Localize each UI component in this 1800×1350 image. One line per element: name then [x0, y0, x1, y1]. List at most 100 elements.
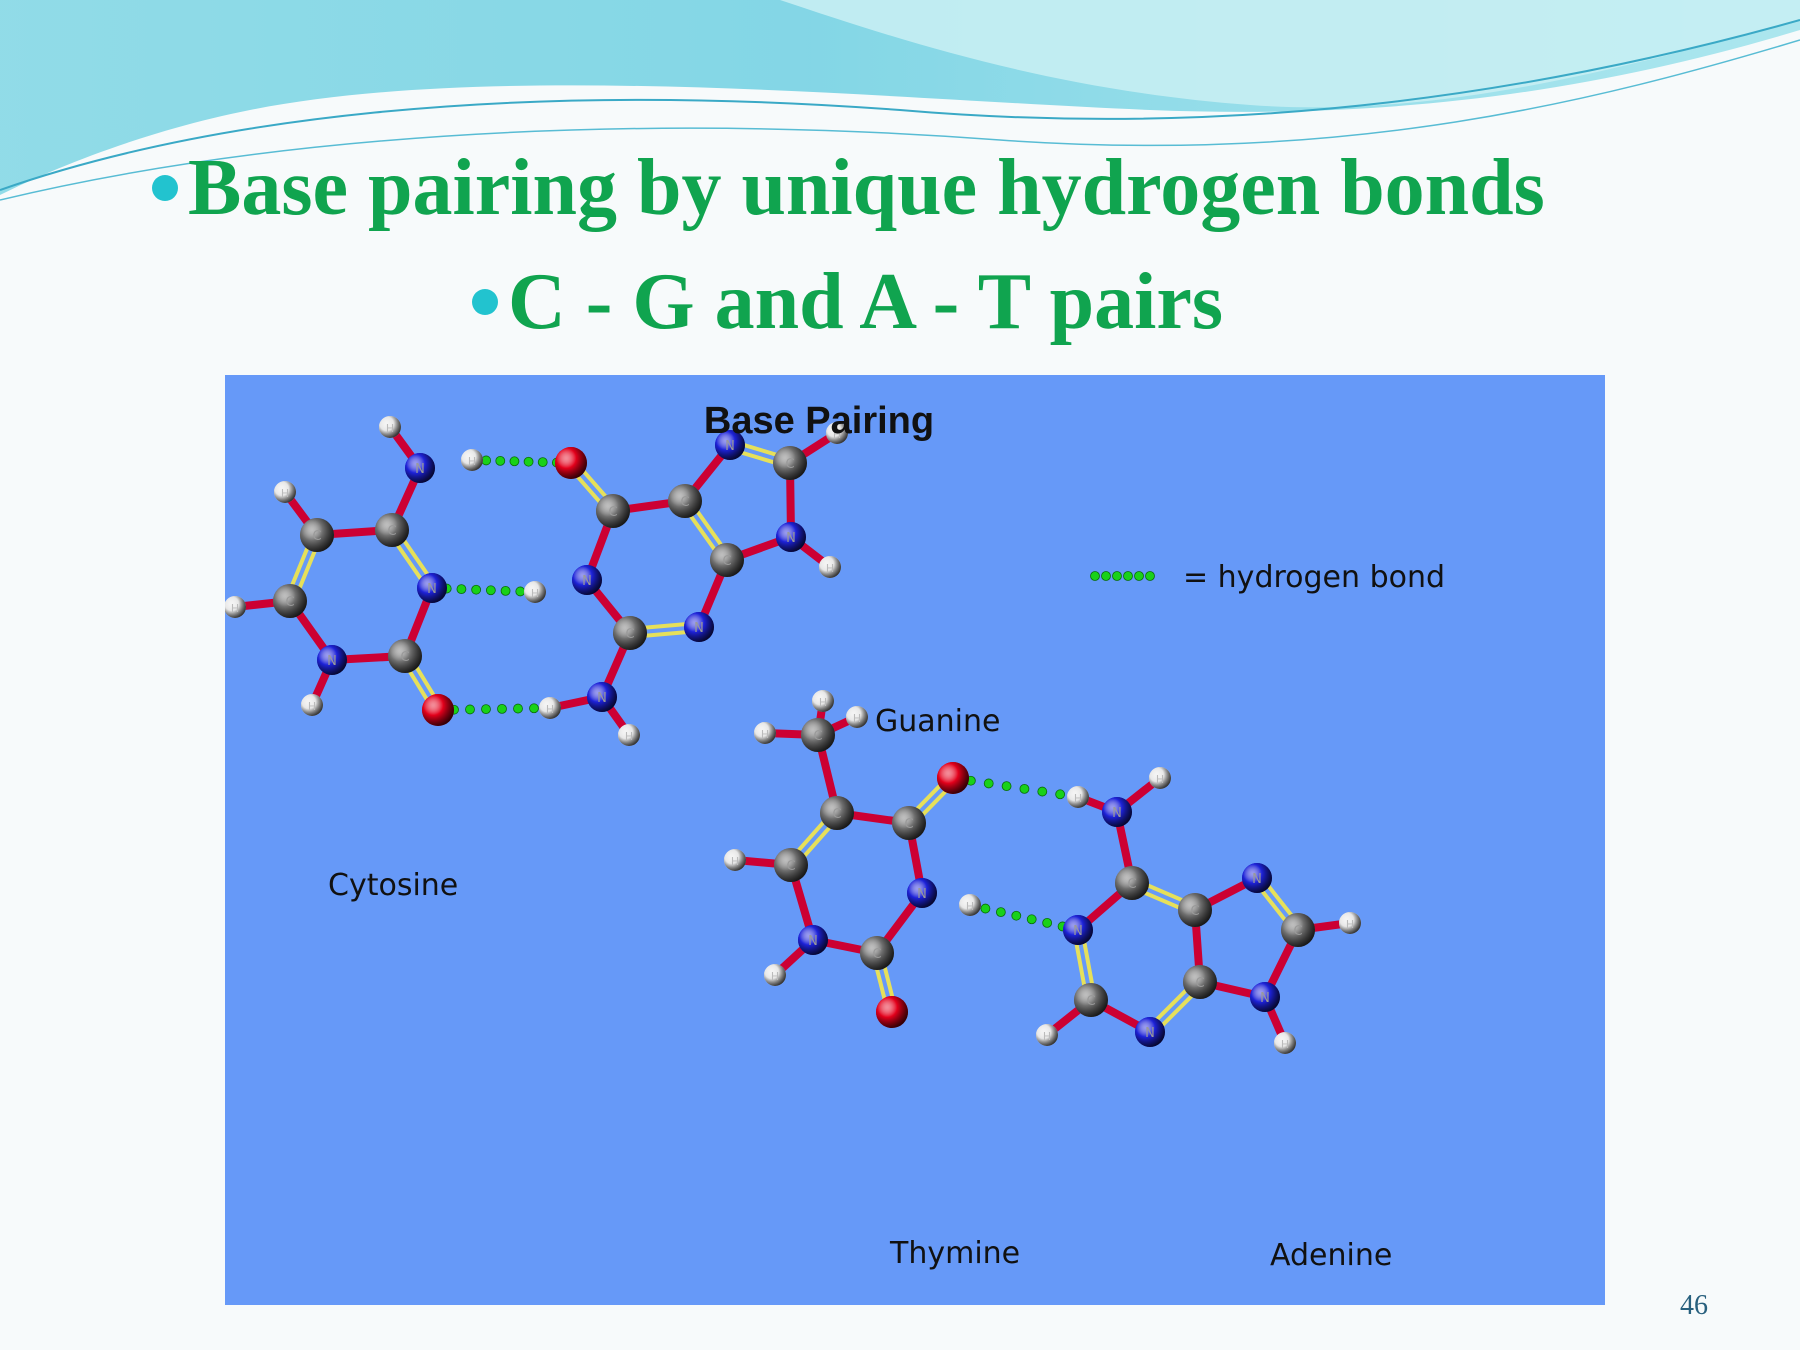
atom-letter: C [832, 807, 841, 822]
atom-letter: H [386, 422, 394, 435]
hydrogen-atom: H [274, 481, 296, 503]
carbon-atom: C [1115, 866, 1149, 900]
diagram-title: Base Pairing [704, 400, 934, 442]
hydrogen-atom: H [618, 724, 640, 746]
nitrogen-atom: N [776, 522, 806, 552]
atom-letter: C [1190, 904, 1199, 919]
atom-letter: H [819, 696, 827, 709]
nitrogen-atom: N [405, 453, 435, 483]
hydrogen-atom: H [754, 722, 776, 744]
legend-text: = hydrogen bond [1183, 560, 1445, 595]
hydrogen-atom: H [1036, 1024, 1058, 1046]
atom-letter: N [917, 887, 927, 902]
atom-letter: H [1346, 918, 1354, 931]
nitrogen-atom: N [587, 682, 617, 712]
hydrogen-atom: H [301, 694, 323, 716]
atom-letter: H [531, 587, 539, 600]
page-number: 46 [1680, 1290, 1708, 1321]
carbon-atom: C [596, 494, 630, 528]
hydrogen-atom: H [812, 690, 834, 712]
hydrogen-atom: H [846, 706, 868, 728]
atom-letter: H [1281, 1038, 1289, 1051]
atom-letter: C [400, 650, 409, 665]
atom-letter: C [1293, 924, 1302, 939]
carbon-atom: C [388, 639, 422, 673]
atom-letter: H [731, 855, 739, 868]
oxygen-atom [937, 762, 969, 794]
atom-letter: N [786, 531, 796, 546]
atom-letter: N [694, 621, 704, 636]
atom-letter: H [1043, 1030, 1051, 1043]
atom-letter: N [1145, 1026, 1155, 1041]
nitrogen-atom: N [1242, 863, 1272, 893]
nitrogen-atom: N [1102, 797, 1132, 827]
atom-letter: H [231, 602, 239, 615]
hydrogen-bond [965, 775, 1066, 800]
nitrogen-atom: N [715, 430, 745, 460]
nitrogen-atom: N [417, 573, 447, 603]
bullet-dot [472, 289, 498, 315]
carbon-atom: C [774, 848, 808, 882]
atom-letter: C [312, 529, 321, 544]
hydrogen-bond [980, 903, 1068, 932]
hydrogen-atom: H [764, 964, 786, 986]
atom-letter: N [1260, 991, 1270, 1006]
carbon-atom: C [860, 936, 894, 970]
atom-letter: N [725, 439, 735, 454]
atom-letter: H [308, 700, 316, 713]
atom-letter: H [761, 728, 769, 741]
atom-letter: C [785, 457, 794, 472]
nitrogen-atom: N [1250, 982, 1280, 1012]
hydrogen-atom: H [524, 581, 546, 603]
atom-letter: C [1086, 994, 1095, 1009]
oxygen-atom [422, 694, 454, 726]
nitrogen-atom: N [684, 612, 714, 642]
atom-letter: H [826, 562, 834, 575]
atom-letter: C [904, 817, 913, 832]
hydrogen-atom: H [539, 697, 561, 719]
hydrogen-atom: H [819, 556, 841, 578]
nitrogen-atom: N [907, 878, 937, 908]
hydrogen-bond [441, 583, 526, 597]
atom-letter: C [722, 554, 731, 569]
carbon-atom: C [892, 806, 926, 840]
oxygen-atom [555, 447, 587, 479]
oxygen-atom [876, 996, 908, 1028]
atom-letter: H [771, 970, 779, 983]
atom-letter: C [625, 627, 634, 642]
bullet-dot [152, 175, 178, 201]
label-cytosine: Cytosine [328, 868, 458, 903]
hydrogen-bond [449, 703, 539, 715]
atom-letter: C [786, 859, 795, 874]
hydrogen-atom: H [461, 449, 483, 471]
carbon-atom: C [1074, 983, 1108, 1017]
atom-letter: N [582, 574, 592, 589]
atom-letter: H [1156, 773, 1164, 786]
atom-letter: C [872, 947, 881, 962]
atom-letter: N [597, 691, 607, 706]
label-guanine: Guanine [875, 704, 1000, 739]
hydrogen-bond [481, 455, 562, 468]
carbon-atom: C [1178, 893, 1212, 927]
carbon-atom: C [613, 616, 647, 650]
hydrogen-atom: H [1149, 767, 1171, 789]
atom-letter: H [468, 455, 476, 468]
nitrogen-atom: N [1135, 1017, 1165, 1047]
atom-letter: H [833, 428, 841, 441]
carbon-atom: C [710, 543, 744, 577]
atom-letter: C [1195, 976, 1204, 991]
hydrogen-atom: H [1339, 912, 1361, 934]
atom-letter: H [625, 730, 633, 743]
atom-letter: N [1252, 872, 1262, 887]
nitrogen-atom: N [798, 925, 828, 955]
atom-letter: N [808, 934, 818, 949]
carbon-atom: C [273, 584, 307, 618]
carbon-atom: C [801, 718, 835, 752]
carbon-atom: C [375, 513, 409, 547]
hydrogen-atom: H [826, 422, 848, 444]
hydrogen-atom: H [1274, 1032, 1296, 1054]
atom-letter: H [853, 712, 861, 725]
hydrogen-atom: H [724, 849, 746, 871]
